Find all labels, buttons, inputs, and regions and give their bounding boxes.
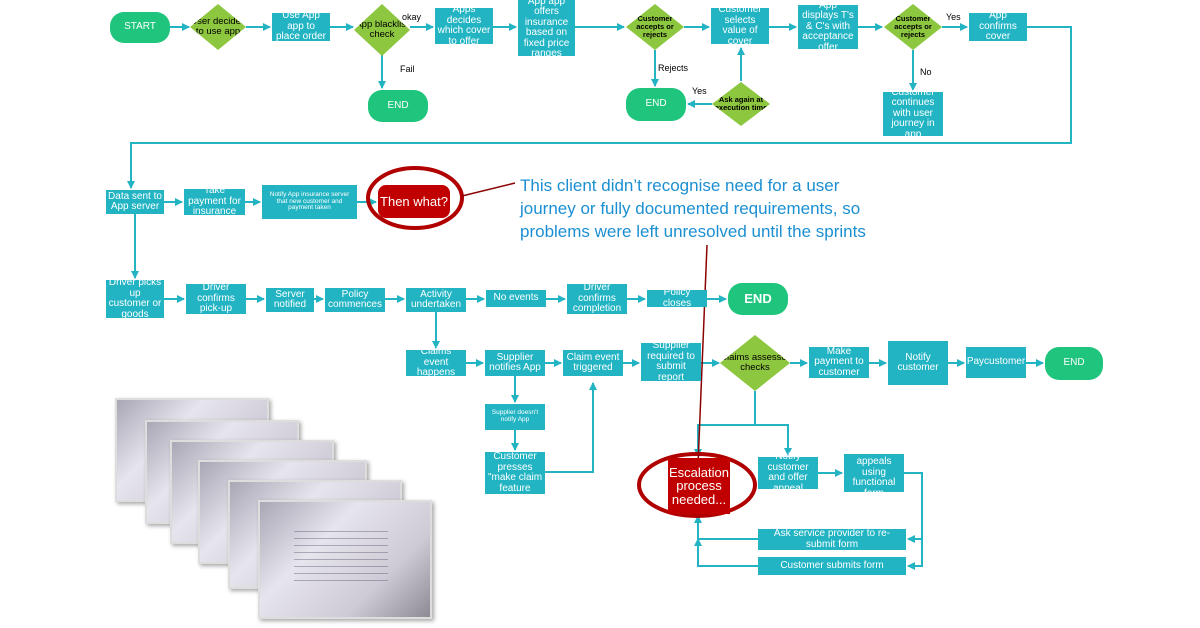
edge	[754, 391, 792, 456]
step-notify-appeal: Notify customer and offer appeal	[758, 451, 818, 493]
end-terminal-claim: END	[1045, 347, 1103, 380]
step-driver-picks: Driver picks up customer or goods	[106, 277, 164, 319]
step-continues-journey: Customer continues with user journey in …	[883, 87, 943, 140]
step-notify-customer: Notify customer	[888, 341, 948, 385]
step-use-app: Use App app to place order	[272, 11, 330, 42]
callout-line	[461, 182, 516, 197]
step-confirms-cover: App confirms cover	[969, 11, 1027, 42]
step-driver-completion: Driver confirms completion	[567, 283, 627, 314]
step-claims-event: Claims event happens	[406, 347, 466, 378]
step-apps-decides: Apps decides which cover to offer	[435, 4, 493, 46]
edge	[907, 539, 923, 570]
step-selects-cover: Customer selects value of cover	[711, 4, 769, 46]
annotation-line: journey or fully documented requirements…	[520, 199, 861, 218]
end-terminal-reject: END	[626, 88, 686, 121]
label-no: No	[920, 67, 932, 77]
step-server-notified: Server notified	[266, 288, 314, 312]
annotation-line: problems were left unresolved until the …	[520, 222, 866, 241]
step-pay-customer: Paycustomer	[966, 347, 1026, 378]
end-terminal-fail: END	[368, 90, 428, 122]
step-policy-closes: Policy closes	[647, 287, 707, 308]
step-activity: Activity undertaken	[406, 288, 466, 312]
problem-escalation: Escalation process needed...	[668, 458, 730, 514]
edge	[694, 515, 758, 540]
label-fail: Fail	[400, 64, 415, 74]
end-terminal-policy: END	[728, 283, 788, 315]
whiteboard-photo	[258, 500, 432, 619]
step-supplier-notifies: Supplier notifies App	[485, 350, 545, 376]
step-resubmit: Ask service provider to re-submit form	[758, 528, 906, 550]
label-yes-ask: Yes	[692, 86, 707, 96]
label-yes: Yes	[946, 12, 961, 22]
step-supplier-report: Supplier required to submit report	[641, 340, 701, 382]
step-make-payment: Make payment to customer	[809, 346, 869, 378]
annotation-text: This client didn’t recognise need for a …	[520, 174, 866, 243]
step-customer-appeals: Customer appeals using functional form	[844, 446, 904, 499]
highlight-ellipse-escalation	[637, 452, 757, 518]
step-data-sent: Data sent to App server	[106, 190, 164, 214]
step-claim-triggered: Claim event triggered	[563, 350, 623, 376]
start-terminal: START	[110, 12, 170, 43]
label-rejects: Rejects	[658, 63, 689, 73]
step-customer-submits: Customer submits form	[758, 557, 906, 575]
step-policy-commences: Policy commences	[325, 288, 385, 312]
annotation-line: This client didn’t recognise need for a …	[520, 176, 840, 195]
step-notify-server: Notify App insurance server that new cus…	[262, 185, 357, 219]
step-displays-terms: App displays T's & C's with acceptance o…	[798, 0, 858, 53]
problem-then-what: Then what?	[378, 185, 450, 218]
step-driver-confirms: Driver confirms pick-up	[186, 283, 246, 314]
edge	[904, 472, 923, 543]
edge	[545, 382, 597, 473]
step-customer-presses: Customer presses "make claim feature	[485, 451, 545, 494]
edge	[127, 26, 1072, 189]
edge	[694, 424, 755, 457]
edge	[694, 538, 758, 567]
step-take-payment: Take payment for insurance	[184, 186, 245, 217]
label-okay: okay	[402, 12, 422, 22]
step-supplier-doesnt: Supplier doesn't notify App	[485, 404, 545, 430]
step-no-events: No events	[486, 290, 546, 307]
step-offers-insurance: App app offers insurance based on fixed …	[518, 0, 575, 59]
highlight-ellipse-then-what	[366, 166, 464, 230]
